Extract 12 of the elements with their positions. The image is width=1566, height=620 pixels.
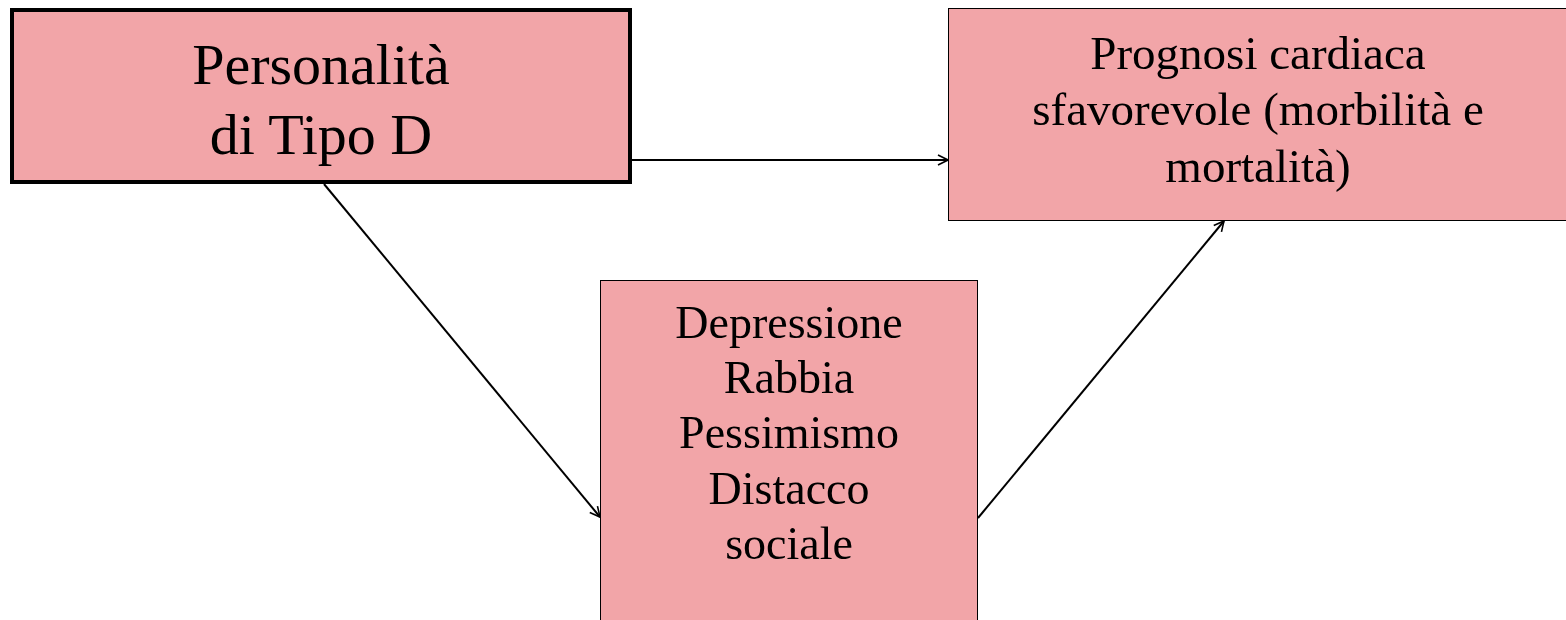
text-box <box>948 8 1566 221</box>
text-box <box>10 8 632 184</box>
text-box <box>600 280 978 620</box>
box-text: Personalità di Tipo D <box>191 31 451 169</box>
box-text: Prognosi cardiaca sfavorevole (morbilità e mortalità) <box>1031 26 1485 194</box>
box-text: Distacco sociale <box>707 461 871 571</box>
arrow <box>323 183 601 518</box>
arrow <box>631 154 949 166</box>
box-text: Rabbia <box>723 351 855 406</box>
box-text: Pessimismo <box>679 406 899 461</box>
arrow <box>977 220 1225 519</box>
box-text: Depressione <box>675 296 903 350</box>
